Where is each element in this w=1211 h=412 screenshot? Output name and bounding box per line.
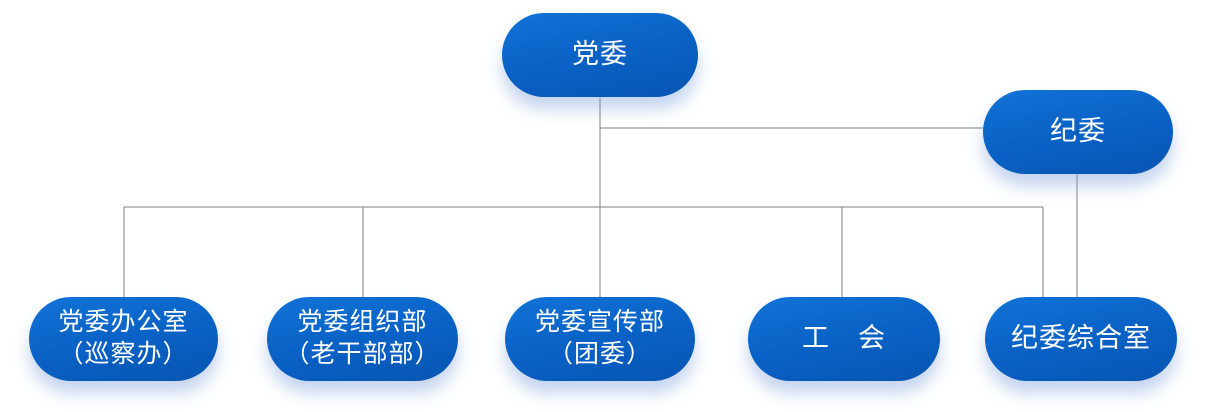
org-node-label-line2: （团委） — [547, 341, 652, 368]
org-node-discipline-general-office: 纪委综合室 — [985, 297, 1177, 381]
org-node-organization-dept: 党委组织部 （老干部部） — [267, 297, 458, 381]
org-node-label-line1: 党委宣传部 — [534, 308, 665, 336]
org-node-label: 纪委 — [1050, 116, 1106, 147]
org-node-discipline-committee: 纪委 — [983, 90, 1173, 174]
org-node-party-committee: 党委 — [502, 13, 698, 97]
org-node-propaganda-dept: 党委宣传部 （团委） — [505, 297, 695, 381]
org-node-label-line1: 党委组织部 — [297, 308, 428, 336]
org-node-party-office: 党委办公室 （巡察办） — [29, 297, 218, 381]
org-node-label-line2: （巡察办） — [58, 341, 189, 368]
org-node-label-line1: 党委办公室 — [58, 308, 189, 336]
org-node-label: 纪委综合室 — [1011, 323, 1151, 354]
org-node-label: 工 会 — [802, 323, 886, 354]
org-node-labor-union: 工 会 — [748, 297, 940, 381]
org-node-label-line2: （老干部部） — [284, 341, 441, 368]
org-node-label: 党委 — [572, 39, 628, 70]
